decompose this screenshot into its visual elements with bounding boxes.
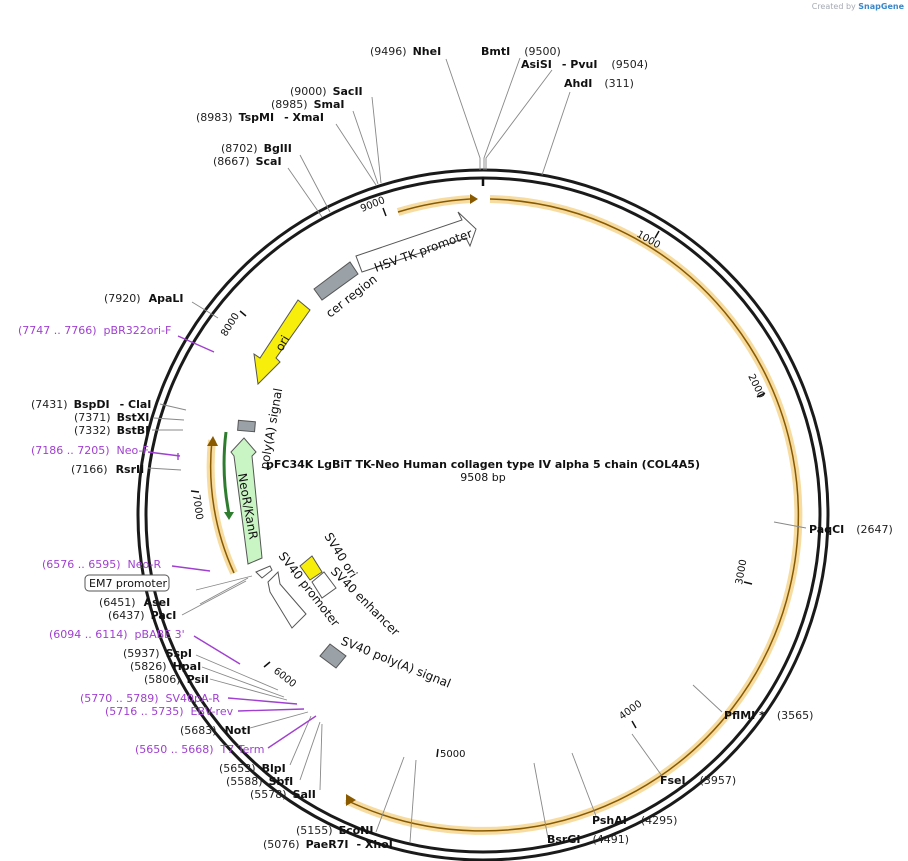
site-label-ahdi: AhdI(311)	[564, 77, 634, 90]
primer-label-neo-f: (7186 .. 7205) Neo-F	[31, 444, 149, 457]
tick-4000: 4000	[617, 699, 644, 723]
site-label-econi: (5155)EcoNI	[296, 824, 373, 837]
watermark-created-by: Created by	[811, 2, 856, 11]
primer-label-pbr322ori-f: (7747 .. 7766) pBR322ori-F	[18, 324, 171, 337]
site-label-smai: (8985)SmaI	[271, 98, 344, 111]
site-label-bmti: BmtI(9500)	[481, 45, 561, 58]
tick-3000: 3000	[734, 559, 749, 586]
tick-6000: 6000	[271, 666, 298, 690]
site-label-sali: (5578)SalI	[250, 788, 316, 801]
tick-9000: 9000	[359, 195, 387, 215]
site-label-bstxi: (7371)BstXI	[74, 411, 149, 424]
leader-lines	[147, 57, 807, 843]
site-label-bspdi: (7431)BspDI- ClaI	[31, 398, 151, 411]
hsv-tk-promoter-arrow[interactable]	[355, 211, 477, 273]
neo-kanr-arrow[interactable]	[230, 437, 263, 565]
plasmid-length: 9508 bp	[460, 471, 505, 484]
features	[230, 211, 477, 669]
sv40-promoter-arrow[interactable]	[267, 570, 307, 629]
site-label-asei: (6451)AseI	[99, 596, 170, 609]
orf-arc	[206, 194, 803, 835]
site-labels: (9496)NheI BmtI(9500) AsiSI- PvuI(9504) …	[31, 45, 893, 851]
sv40-enhancer-box[interactable]	[311, 571, 337, 599]
em7-promoter-text: EM7 promoter	[89, 577, 167, 590]
site-label-hpai: (5826)HpaI	[130, 660, 201, 673]
feature-label-sv40-enhancer: SV40 enhancer	[328, 564, 403, 639]
site-label-noti: (5683)NotI	[180, 724, 251, 737]
site-label-scai: (8667)ScaI	[213, 155, 282, 168]
sv40-ori-box[interactable]	[299, 555, 323, 581]
ori-arrow[interactable]	[253, 299, 311, 386]
site-label-psii: (5806)PsiI	[144, 673, 209, 686]
em7-promoter-label: EM7 promoter	[84, 574, 170, 592]
site-label-paer7i: (5076)PaeR7I- XhoI	[263, 838, 393, 851]
plasmid-title: pFC34K LgBiT TK-Neo Human collagen type …	[266, 458, 700, 484]
sv40-polya-box[interactable]	[319, 643, 347, 669]
site-label-nhei: (9496)NheI	[370, 45, 441, 58]
primer-lines	[147, 335, 317, 749]
site-label-sspi: (5937)SspI	[123, 647, 192, 660]
tick-5000: 5000	[440, 749, 465, 760]
site-label-paqci: PaqCI(2647)	[809, 523, 893, 536]
site-label-tspmi: (8983)TspMI- XmaI	[196, 111, 324, 124]
site-label-blpi: (5653)BlpI	[219, 762, 286, 775]
primer-labels: (7747 .. 7766) pBR322ori-F (7186 .. 7205…	[18, 324, 264, 756]
site-label-asisi: AsiSI- PvuI(9504)	[521, 58, 648, 71]
site-label-bglii: (8702)BglII	[221, 142, 292, 155]
site-label-pshai: PshAI(4295)	[592, 814, 677, 827]
snapgene-logo: SnapGene	[858, 2, 904, 11]
primer-label-neo-r: (6576 .. 6595) Neo-R	[42, 558, 161, 571]
site-label-paci: (6437)PacI	[108, 609, 176, 622]
primer-label-ebv-rev: (5716 .. 5735) EBV-rev	[105, 705, 234, 718]
primer-label-t7-term: (5650 .. 5668) T7 Term	[135, 743, 264, 756]
site-label-bstbi: (7332)BstBI	[74, 424, 149, 437]
site-label-apali: (7920)ApaLI	[104, 292, 184, 305]
snapgene-watermark: Created by SnapGene	[812, 2, 904, 11]
primer-label-sv40pa-r: (5770 .. 5789) SV40pA-R	[80, 692, 220, 705]
primer-label-pbabe3: (6094 .. 6114) pBABE 3'	[49, 628, 185, 641]
tick-8000: 8000	[219, 311, 242, 338]
em7-promoter-arrow[interactable]	[255, 565, 273, 579]
site-label-sbfi: (5588)SbfI	[226, 775, 293, 788]
site-label-sacii: (9000)SacII	[290, 85, 363, 98]
plasmid-name: pFC34K LgBiT TK-Neo Human collagen type …	[266, 458, 700, 471]
feature-label-sv40-polya: SV40 poly(A) signal	[339, 634, 453, 691]
site-label-pflmi: PflMI *(3565)	[724, 709, 813, 722]
cer-region-box[interactable]	[313, 261, 359, 301]
feature-label-ori: ori	[272, 333, 292, 354]
site-label-fsei: FseI(3957)	[660, 774, 736, 787]
site-label-rsrii: (7166)RsrII	[71, 463, 144, 476]
tick-7000: 7000	[190, 494, 204, 521]
polya-signal-box[interactable]	[237, 419, 256, 433]
site-label-bsrgi: BsrGI(4491)	[547, 833, 629, 846]
